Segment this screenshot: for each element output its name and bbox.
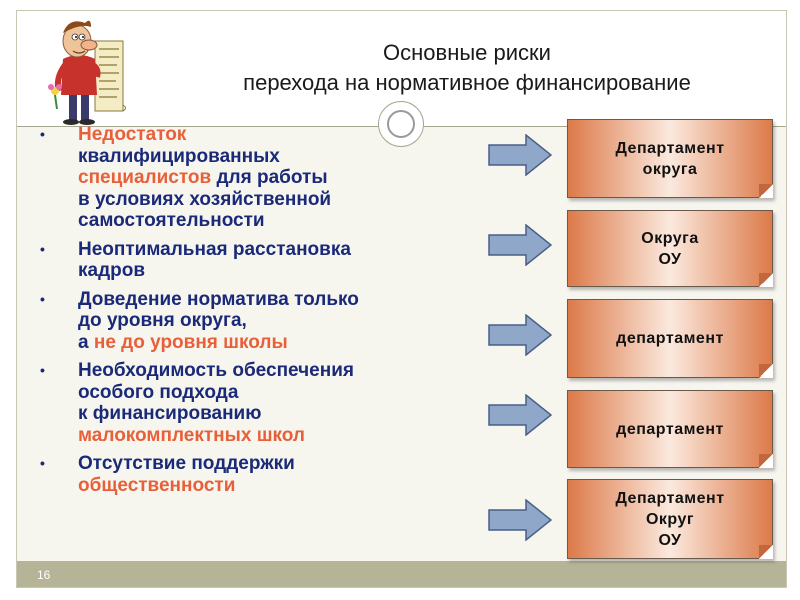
risk-line: Необходимость обеспечения — [78, 360, 484, 382]
footer-bar — [17, 561, 786, 587]
responsible-label: департамент — [616, 420, 724, 438]
risk-line: Недостаток — [78, 124, 484, 146]
page-curl-icon — [759, 454, 773, 468]
risk-text: кадров — [78, 260, 146, 281]
risk-line: кадров — [78, 260, 484, 282]
title-line-1: Основные риски — [383, 40, 551, 65]
risk-line: общественности — [78, 475, 484, 497]
risk-text: самостоятельности — [78, 210, 265, 231]
risk-text-highlight: общественности — [78, 474, 236, 496]
bullet-icon: • — [40, 290, 45, 307]
risk-line: особого подхода — [78, 382, 484, 404]
risk-line: Неоптимальная расстановка — [78, 239, 484, 261]
risk-line: в условиях хозяйственной — [78, 189, 484, 211]
risk-text: к финансированию — [78, 403, 262, 424]
risk-text: Доведение норматива только — [78, 288, 359, 310]
risk-line: самостоятельности — [78, 210, 484, 232]
right-arrow-icon — [488, 499, 552, 541]
risk-line: Отсутствие поддержки — [78, 453, 484, 475]
page-curl-icon — [759, 364, 773, 378]
risk-line: малокомплектных школ — [78, 425, 484, 447]
risk-text: Неоптимальная расстановка — [78, 238, 351, 260]
risk-text-highlight: не до уровня школы — [93, 331, 288, 353]
bullet-icon: • — [40, 362, 45, 378]
bullet-icon: • — [40, 126, 45, 142]
risk-text: Отсутствие поддержки — [78, 453, 295, 474]
risk-text: а — [78, 331, 94, 353]
risk-line: Доведение норматива только — [78, 289, 484, 311]
bullet-icon: • — [40, 455, 45, 471]
risk-line: к финансированию — [78, 403, 484, 425]
right-arrow-icon — [488, 134, 552, 176]
risk-text: особого подхода — [78, 381, 239, 403]
right-arrow-icon — [488, 224, 552, 266]
risk-line: до уровня округа, — [78, 310, 484, 332]
responsible-box: департамент — [567, 299, 773, 378]
risk-text-highlight: малокомплектных школ — [78, 424, 305, 446]
page-curl-icon — [759, 273, 773, 287]
risk-text-highlight: специалистов — [78, 167, 212, 188]
risk-line: а не до уровня школы — [78, 332, 484, 354]
divider-medallion-icon — [378, 101, 424, 147]
slide-title: Основные риски перехода на нормативное ф… — [157, 38, 777, 98]
responsible-label: ОУ — [658, 250, 682, 268]
risk-text: квалифицированных — [78, 145, 280, 167]
risk-line: специалистов для работы — [78, 167, 484, 189]
risk-text: до уровня округа, — [78, 310, 247, 331]
responsible-label: округа — [642, 160, 698, 178]
bullet-icon: • — [40, 240, 45, 257]
right-arrow-icon — [488, 394, 552, 436]
responsible-label: Департамент — [615, 489, 725, 507]
responsible-label: Округа — [641, 229, 699, 247]
responsible-box: Департамент округа — [567, 119, 773, 198]
page-curl-icon — [759, 545, 773, 559]
risk-text-highlight: Недостаток — [78, 124, 187, 145]
risk-text: Необходимость обеспечения — [78, 360, 354, 381]
cartoon-man-with-scroll-icon — [48, 20, 126, 125]
risk-line: квалифицированных — [78, 146, 484, 168]
title-line-2: перехода на нормативное финансирование — [243, 70, 691, 95]
risk-text: в условиях хозяйственной — [78, 188, 332, 210]
responsible-label: ОУ — [658, 531, 682, 549]
responsible-label: Округ — [645, 510, 695, 528]
page-number: 16 — [37, 568, 51, 582]
right-arrow-icon — [488, 314, 552, 356]
responsible-label: Департамент — [615, 139, 725, 157]
responsible-label: департамент — [616, 330, 724, 347]
responsible-box: департамент — [567, 390, 773, 468]
risk-text: для работы — [211, 167, 328, 188]
page-curl-icon — [759, 184, 773, 198]
